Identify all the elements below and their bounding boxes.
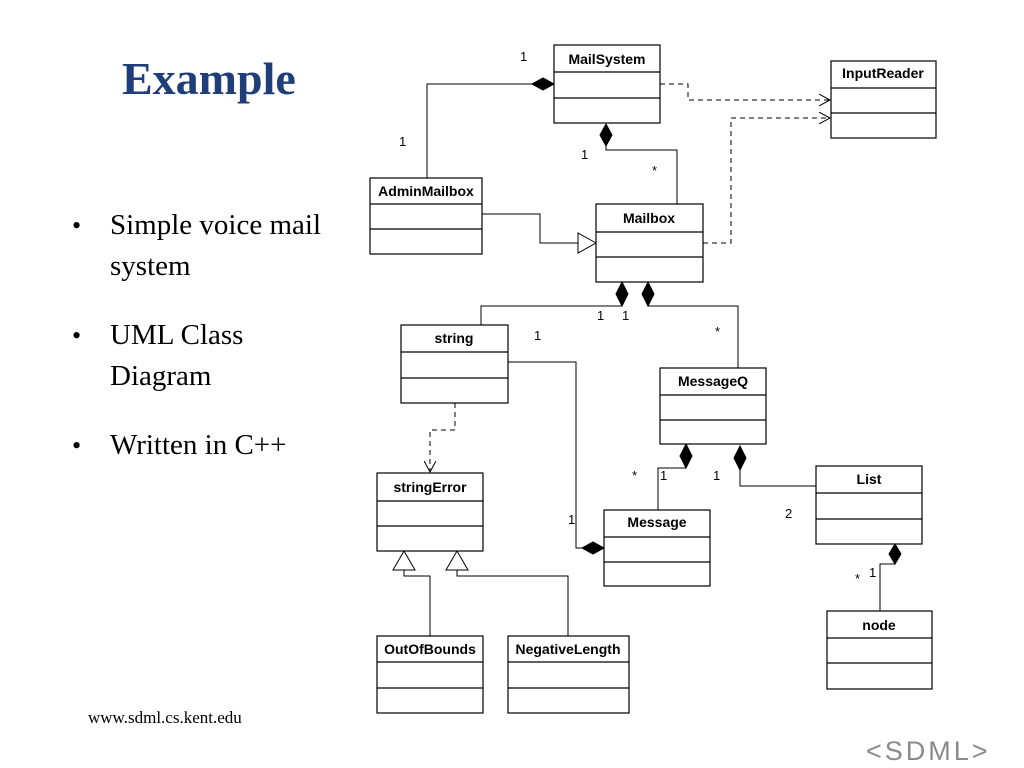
- bullet-text: Written in C++: [110, 429, 287, 461]
- class-name-node: node: [862, 617, 896, 633]
- assoc-mailsystem-adminmailbox: [426, 83, 532, 178]
- class-name-stringerror: stringError: [393, 479, 467, 495]
- assoc-messageq-list: [739, 470, 816, 487]
- composition-diamond: [580, 541, 606, 555]
- class-name-mailsystem: MailSystem: [568, 51, 645, 67]
- assoc-mailsystem-mailbox: [605, 146, 678, 204]
- bullet-item: • Simple voice mail system: [70, 205, 330, 287]
- multiplicity-label: *: [632, 468, 637, 483]
- bullet-dot: •: [72, 431, 82, 460]
- multiplicity-label: 2: [785, 506, 792, 521]
- sdml-logo: <SDML>: [866, 736, 991, 766]
- class-box-message: [603, 509, 711, 587]
- multiplicity-label: 1: [520, 49, 527, 64]
- composition-diamond: [733, 444, 747, 472]
- class-box-stringerror: [376, 472, 484, 552]
- generalization-negativelength: [456, 570, 569, 636]
- bullet-item: • Written in C++: [70, 425, 330, 466]
- bullet-item: • UML Class Diagram: [70, 315, 330, 397]
- composition-diamond: [530, 77, 556, 91]
- class-box-negativelength: [507, 635, 630, 714]
- generalization-triangle: [392, 550, 416, 571]
- class-name-outofbounds: OutOfBounds: [384, 641, 476, 657]
- class-box-node: [826, 610, 933, 690]
- composition-diamond: [641, 280, 655, 308]
- slide-title: Example: [122, 53, 296, 104]
- generalization-outofbounds: [403, 570, 431, 636]
- assoc-string-message: [508, 361, 582, 549]
- class-box-mailbox: [595, 203, 704, 283]
- footer-url: www.sdml.cs.kent.edu: [88, 708, 242, 727]
- composition-diamond: [599, 122, 613, 148]
- class-name-negativelength: NegativeLength: [515, 641, 620, 657]
- multiplicity-label: *: [652, 163, 657, 178]
- class-box-adminmailbox: [369, 177, 483, 255]
- class-box-outofbounds: [376, 635, 484, 714]
- class-name-messageq: MessageQ: [678, 373, 748, 389]
- class-name-list: List: [857, 471, 882, 487]
- multiplicity-label: 1: [534, 328, 541, 343]
- dependency-string-stringerror: [430, 403, 456, 472]
- multiplicity-label: *: [855, 571, 860, 586]
- assoc-list-node: [879, 563, 895, 611]
- assoc-mailbox-messageq: [648, 305, 739, 368]
- multiplicity-label: 1: [713, 468, 720, 483]
- multiplicity-label: *: [715, 324, 720, 339]
- multiplicity-label: 1: [581, 147, 588, 162]
- composition-diamond: [679, 442, 693, 470]
- multiplicity-label: 1: [660, 468, 667, 483]
- generalization-triangle: [577, 232, 598, 254]
- multiplicity-label: 1: [622, 308, 629, 323]
- composition-diamond: [888, 543, 902, 565]
- assoc-messageq-message: [657, 467, 686, 510]
- class-box-list: [815, 465, 923, 545]
- class-name-mailbox: Mailbox: [623, 210, 675, 226]
- dependency-mailbox-inputreader: [703, 118, 830, 244]
- composition-diamond: [615, 280, 629, 308]
- assoc-mailbox-string: [480, 305, 622, 325]
- multiplicity-label: 1: [568, 512, 575, 527]
- bullet-list: • Simple voice mail system • UML Class Dia…: [70, 205, 330, 494]
- generalization-admin-mailbox: [482, 213, 578, 244]
- class-box-mailsystem: [553, 44, 661, 124]
- bullet-text: UML Class Diagram: [110, 319, 244, 392]
- generalization-triangle: [445, 550, 469, 571]
- class-name-message: Message: [627, 514, 686, 530]
- class-box-messageq: [659, 367, 767, 445]
- dependency-mailsystem-inputreader: [660, 83, 830, 100]
- bullet-dot: •: [72, 211, 82, 240]
- multiplicity-label: 1: [597, 308, 604, 323]
- class-box-inputreader: [830, 60, 937, 139]
- class-name-string: string: [435, 330, 474, 346]
- class-box-string: [400, 324, 509, 404]
- class-name-adminmailbox: AdminMailbox: [378, 183, 474, 199]
- bullet-text: Simple voice mail system: [110, 209, 322, 282]
- bullet-dot: •: [72, 321, 82, 350]
- multiplicity-label: 1: [399, 134, 406, 149]
- class-name-inputreader: InputReader: [842, 65, 924, 81]
- multiplicity-label: 1: [869, 565, 876, 580]
